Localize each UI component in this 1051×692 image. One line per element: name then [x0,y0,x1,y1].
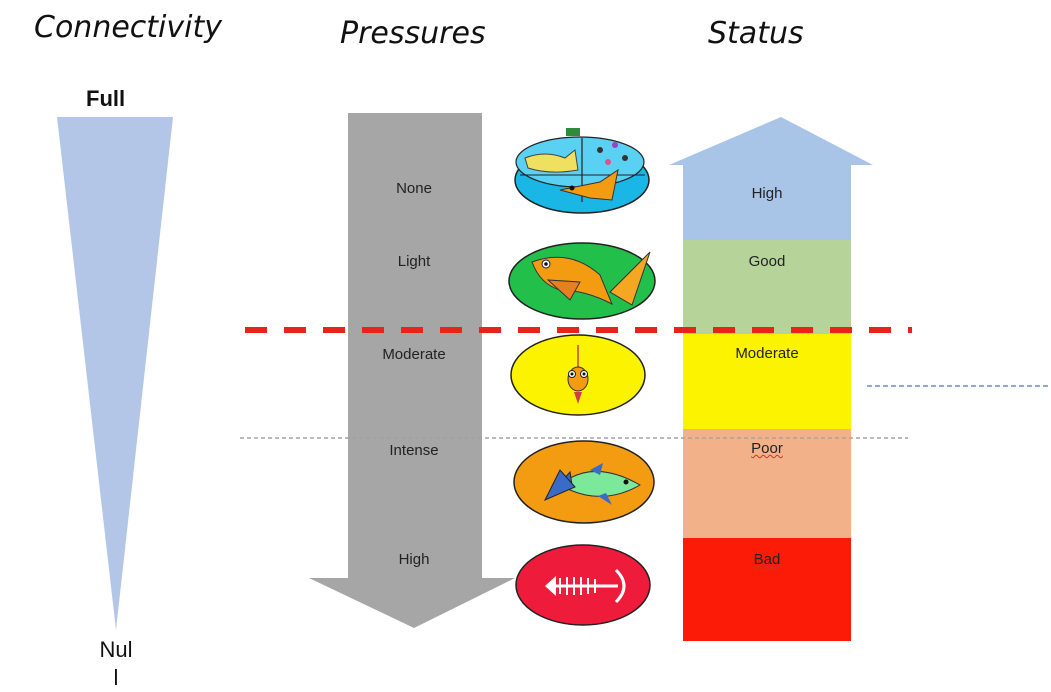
connectivity-wedge [57,117,173,630]
status-band-moderate: Moderate [683,334,851,429]
status-band-bad: Bad [683,538,851,641]
connectivity-null-line2: l [113,665,119,690]
pressure-level-moderate: Moderate [382,346,446,363]
status-band-good: Good [683,240,851,334]
pressures-arrow [309,113,515,628]
pressures-header: Pressures [340,16,486,51]
connectivity-full-label: Full [86,86,126,111]
fish-skeleton-icon [515,544,651,626]
pressure-level-none: None [396,180,432,197]
thin-fish-icon [513,440,655,524]
pressure-level-intense: Intense [389,442,439,459]
status-label-bad: Bad [753,551,781,568]
status-label-poor-wrap: Poor [683,440,851,457]
status-label-high: High [751,185,783,202]
status-label-moderate: Moderate [735,345,799,362]
status-label-bad-wrap: Bad [683,551,851,568]
status-band-poor: Poor [683,429,851,538]
status-label-poor: Poor [751,440,783,457]
pressure-level-high: High [398,551,430,568]
connectivity-null-label: Nul l [96,636,136,692]
small-fish-icon [510,334,646,416]
status-header: Status [708,16,804,51]
connectivity-null-line1: Nul [99,637,133,662]
status-band-high: High [683,165,851,240]
pressure-level-light: Light [397,253,431,270]
habitat-ecosystem-icon [514,128,650,214]
status-arrow-head [669,117,873,165]
status-label-good: Good [748,253,786,270]
connectivity-header: Connectivity [34,10,222,45]
healthy-fish-icon [508,242,656,320]
